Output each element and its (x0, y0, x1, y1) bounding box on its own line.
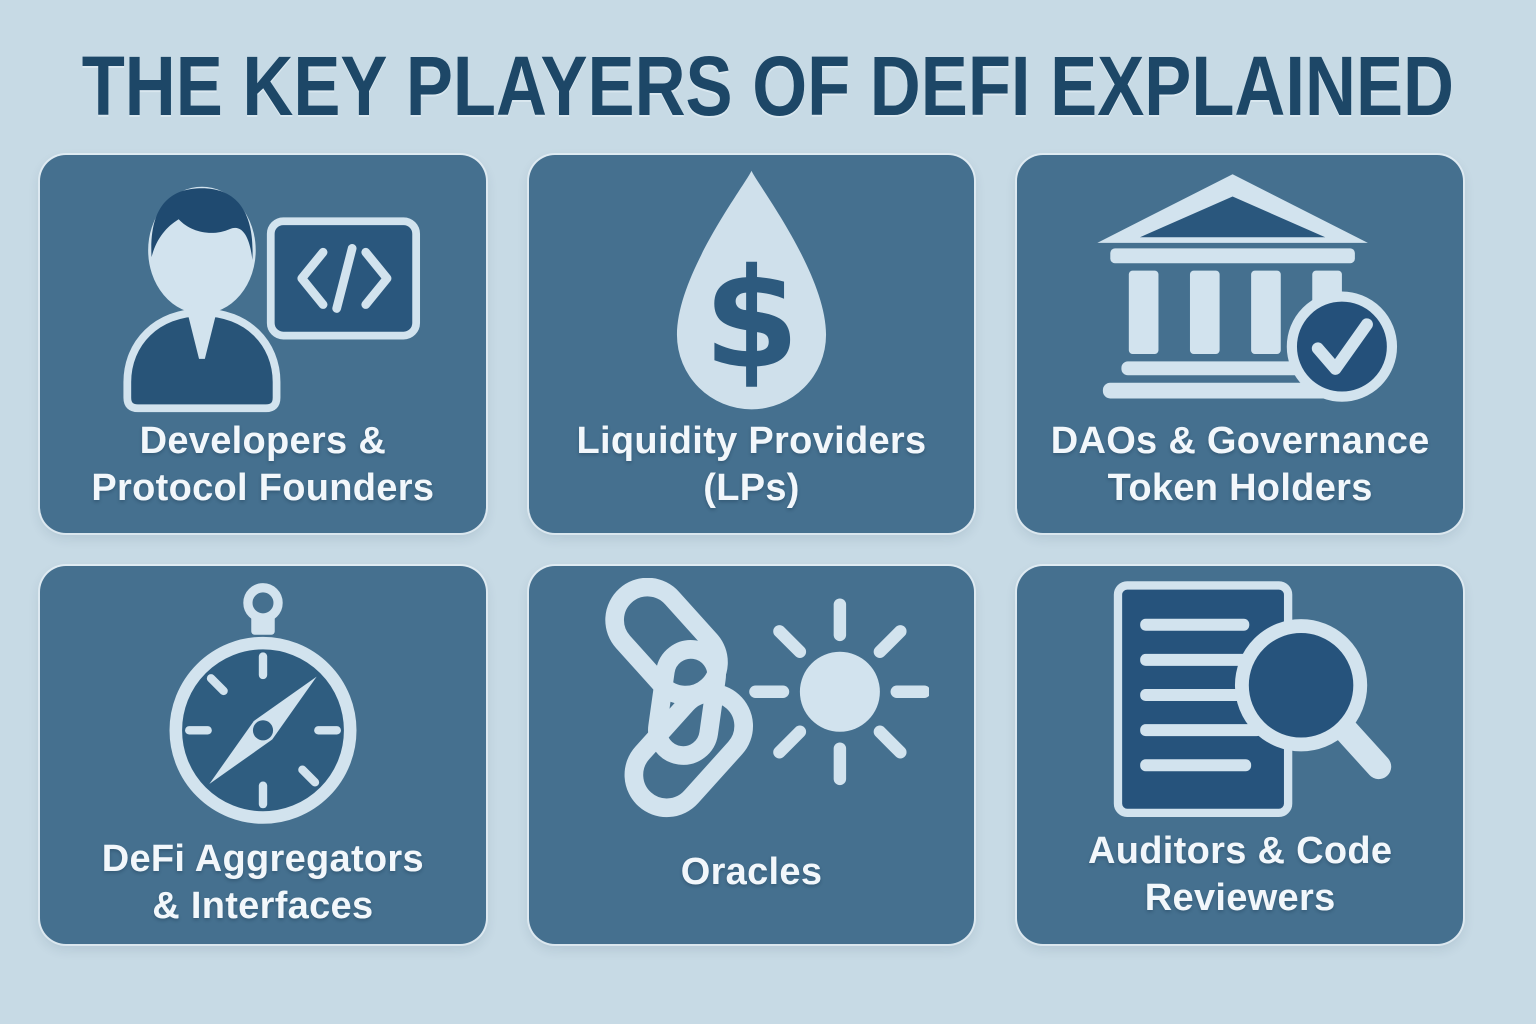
card-label-line: Token Holders (1107, 467, 1373, 509)
card-defi-aggregators: DeFi Aggregators & Interfaces (40, 566, 486, 944)
card-label-line: Liquidity Providers (576, 420, 927, 462)
compass-ticks (184, 652, 341, 809)
card-label: Oracles (681, 820, 823, 924)
developer-code-icon (40, 155, 486, 417)
card-label-line: Protocol Founders (91, 467, 435, 509)
liquidity-drop-dollar-icon: $ (529, 155, 975, 417)
compass-icon (40, 566, 486, 836)
chain-link-icon (605, 578, 754, 818)
card-developers-protocol-founders: Developers & Protocol Founders (40, 155, 486, 533)
document-text-lines (1139, 618, 1262, 772)
chain-link-sun-icon (529, 566, 975, 820)
sun-icon (749, 598, 930, 786)
card-auditors-reviewers: Auditors & Code Reviewers (1017, 566, 1463, 944)
bank-checkmark-icon (1017, 155, 1463, 417)
card-label: DeFi Aggregators & Interfaces (102, 836, 424, 930)
liquidity-drop-dollar-icon: $ (676, 170, 827, 410)
developer-code-icon (123, 186, 420, 413)
card-grid: Developers & Protocol Founders $ Liquidi… (40, 155, 1463, 944)
card-label-line: & Interfaces (152, 885, 374, 927)
bank-checkmark-icon (1097, 174, 1398, 402)
card-label: Liquidity Providers (LPs) (577, 417, 927, 513)
card-label-line: Reviewers (1144, 877, 1336, 919)
card-label-line: DAOs & Governance (1050, 420, 1430, 462)
document-magnifier-icon (1017, 566, 1463, 826)
card-liquidity-providers: $ Liquidity Providers (LPs) (528, 155, 975, 533)
chain-link-sun-icon (605, 578, 930, 818)
card-label: Auditors & Code Reviewers (1088, 826, 1392, 924)
card-label-line: (LPs) (703, 467, 800, 509)
card-label-line: DeFi Aggregators (101, 838, 424, 880)
card-label: Developers & Protocol Founders (91, 417, 434, 513)
checkmark-badge-icon (1286, 291, 1398, 402)
card-label: DAOs & Governance Token Holders (1051, 417, 1430, 513)
dollar-sign-icon: $ (704, 238, 800, 399)
card-daos-governance: DAOs & Governance Token Holders (1017, 155, 1463, 533)
card-label-line: Auditors & Code (1088, 830, 1393, 872)
card-label-line: Developers & (139, 420, 387, 462)
magnifier-icon (1234, 619, 1391, 780)
compass-icon (169, 583, 357, 824)
title-bar: THE KEY PLAYERS OF DEFI EXPLAINED (0, 0, 1536, 155)
code-brackets-icon (297, 243, 392, 313)
card-oracles: Oracles (528, 566, 975, 944)
page-title: THE KEY PLAYERS OF DEFI EXPLAINED (81, 39, 1455, 133)
card-label-line: Oracles (680, 850, 823, 893)
document-magnifier-icon (1113, 581, 1391, 818)
